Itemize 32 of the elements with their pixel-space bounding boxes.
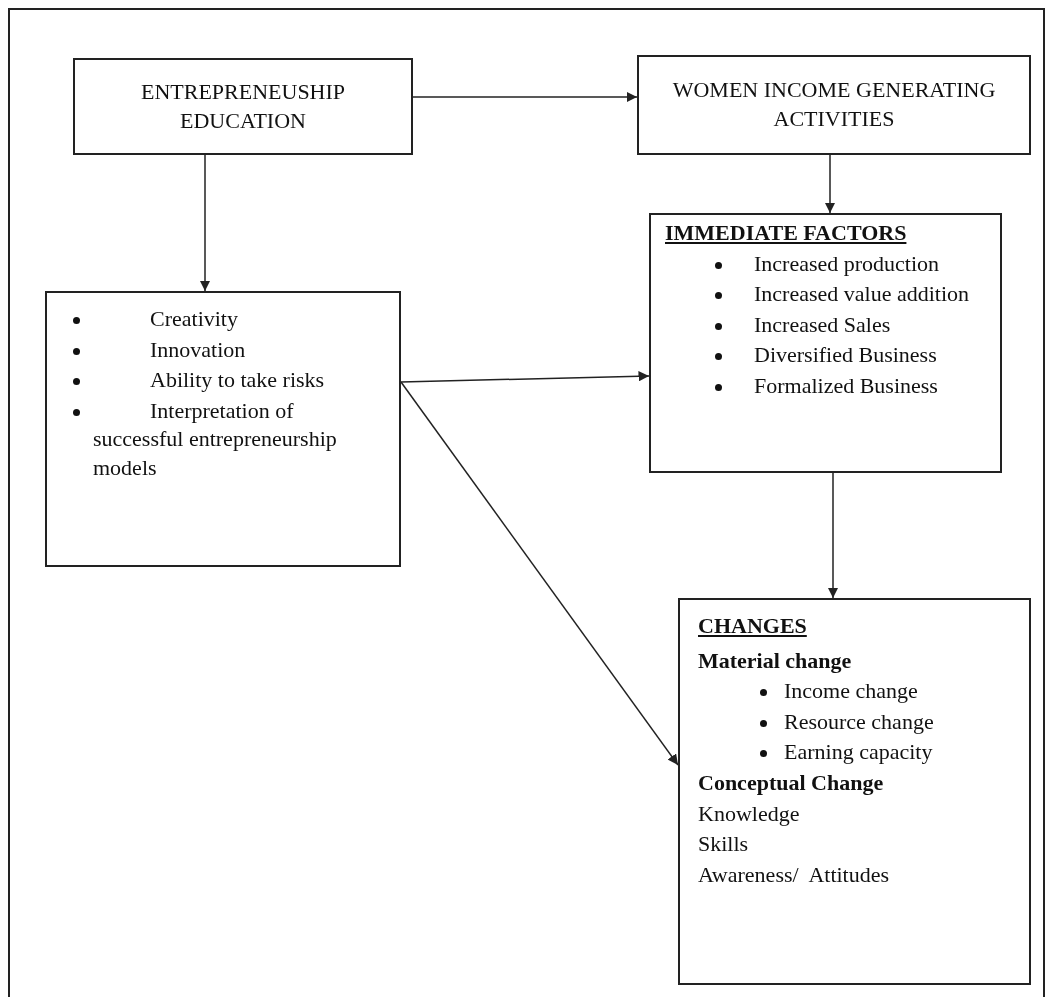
section-heading: Conceptual Change bbox=[698, 768, 885, 797]
bullet-item: Diversified Business bbox=[754, 341, 938, 370]
bullet-item: Interpretation of successful entrepreneurship models bbox=[93, 396, 338, 482]
box-title: ENTREPRENEUSHIP EDUCATION bbox=[139, 77, 347, 135]
box-title: WOMEN INCOME GENERATING ACTIVITIES bbox=[671, 76, 997, 133]
bullet-item: Innovation bbox=[150, 335, 247, 364]
section-heading: Material change bbox=[698, 646, 853, 675]
list-item: Awareness/ Attitudes bbox=[698, 860, 891, 889]
section-heading: CHANGES bbox=[698, 612, 808, 640]
process-box bbox=[637, 55, 1031, 155]
list-item: Skills bbox=[698, 830, 750, 859]
bullet-item: Formalized Business bbox=[754, 371, 939, 400]
bullet-item: Ability to take risks bbox=[150, 366, 326, 395]
process-box bbox=[73, 58, 413, 155]
text-box bbox=[678, 598, 1031, 985]
bullet-item: Increased production bbox=[754, 249, 941, 278]
text-box bbox=[649, 213, 1002, 473]
arrow bbox=[199, 154, 211, 292]
arrow bbox=[412, 91, 638, 103]
bullet-item: Resource change bbox=[784, 707, 935, 736]
bullet-item: Income change bbox=[784, 677, 919, 706]
arrow bbox=[827, 472, 839, 599]
arrow bbox=[400, 371, 650, 383]
list-item: Knowledge bbox=[698, 799, 801, 828]
section-heading: IMMEDIATE FACTORS bbox=[665, 219, 908, 247]
text-box bbox=[45, 291, 401, 567]
arrow bbox=[400, 381, 679, 766]
bullet-item: Increased Sales bbox=[754, 310, 892, 339]
bullet-item: Creativity bbox=[150, 305, 239, 333]
arrow bbox=[824, 154, 836, 214]
bullet-item: Earning capacity bbox=[784, 738, 934, 767]
bullet-item: Increased value addition bbox=[754, 280, 970, 309]
